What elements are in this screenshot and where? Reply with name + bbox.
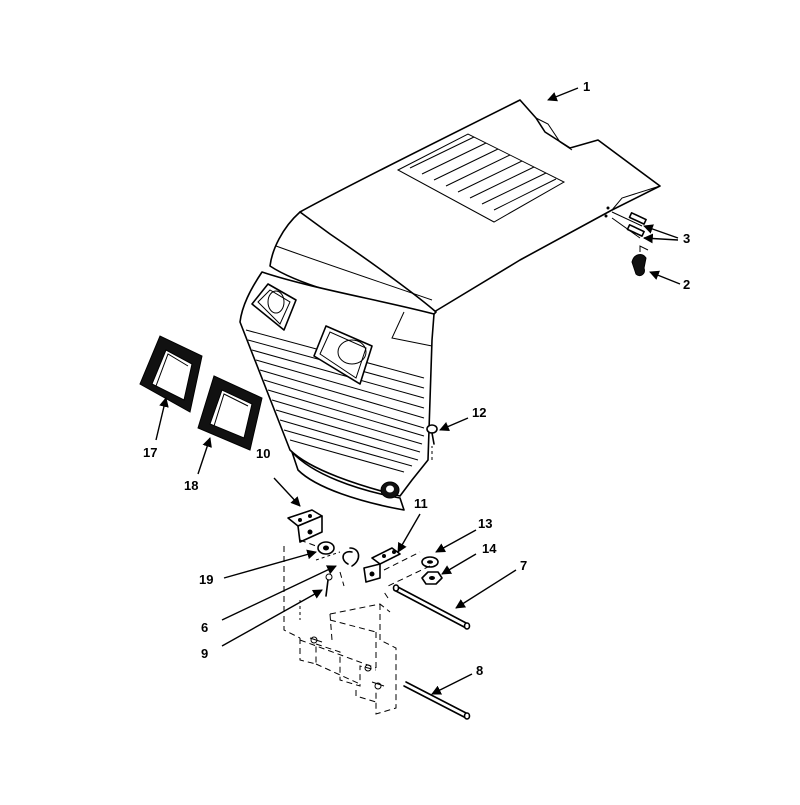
callout-7: 7 (520, 558, 527, 573)
headlight-bezel-18 (197, 375, 263, 451)
washer-13 (421, 556, 439, 568)
callout-leaders (155, 87, 681, 695)
callout-17: 17 (143, 445, 157, 460)
callout-labels: 1 2 3 6 7 8 9 10 11 12 13 14 17 18 19 (143, 79, 690, 678)
callout-3: 3 (683, 231, 690, 246)
hood-vent-louvers (396, 133, 566, 223)
latch-clip-2 (631, 245, 649, 277)
bushing-19 (317, 541, 335, 555)
callout-14: 14 (482, 541, 497, 556)
callout-2: 2 (683, 277, 690, 292)
e-clip-6 (342, 547, 360, 567)
grille-slats (245, 329, 425, 473)
callout-19: 19 (199, 572, 213, 587)
bracket-11 (363, 547, 401, 583)
cotter-pin-9 (325, 573, 333, 597)
callout-9: 9 (201, 646, 208, 661)
callout-6: 6 (201, 620, 208, 635)
callout-13: 13 (478, 516, 492, 531)
headlight-right (313, 325, 373, 385)
headlight-bezel-17 (139, 335, 203, 413)
nut-14 (421, 571, 443, 585)
hood-lower-lip (291, 451, 405, 511)
bracket-10 (287, 509, 323, 543)
hood-assembly (239, 99, 661, 511)
hood-latch-knob (380, 481, 400, 499)
callout-12: 12 (472, 405, 486, 420)
pivot-rod-8 (403, 681, 471, 720)
frame-mount-phantom (283, 539, 431, 715)
callout-1: 1 (583, 79, 590, 94)
callout-18: 18 (184, 478, 198, 493)
hinge-pins-3 (604, 206, 647, 239)
headlight-left (251, 283, 297, 331)
bolt-12 (426, 424, 438, 460)
pivot-rod-7 (392, 584, 471, 630)
callout-10: 10 (256, 446, 270, 461)
callout-11: 11 (414, 496, 428, 511)
callout-8: 8 (476, 663, 483, 678)
